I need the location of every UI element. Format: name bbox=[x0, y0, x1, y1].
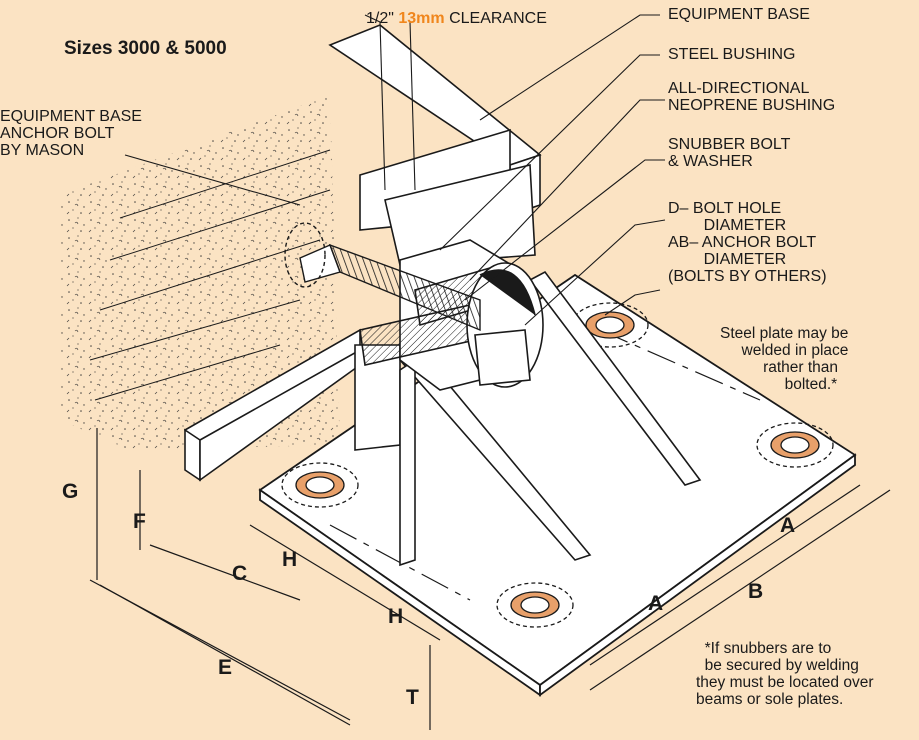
dim-e: E bbox=[218, 656, 233, 679]
plate-note: Steel plate may be welded in place rathe… bbox=[720, 325, 849, 393]
label-bolt-hole: D– BOLT HOLE DIAMETER AB– ANCHOR BOLT DI… bbox=[668, 200, 827, 285]
dimension-lines bbox=[89, 428, 891, 730]
diagram-title: Sizes 3000 & 5000 bbox=[64, 38, 227, 59]
leader-lines bbox=[124, 14, 666, 326]
dim-f: F bbox=[133, 510, 146, 533]
dim-h-upper: H bbox=[282, 548, 298, 571]
clearance-label: 1/2" 13mm CLEARANCE bbox=[366, 10, 547, 27]
clearance-metric: 13mm bbox=[398, 10, 445, 27]
dim-t: T bbox=[406, 686, 419, 709]
label-steel-bushing: STEEL BUSHING bbox=[668, 46, 796, 63]
dim-h-lower: H bbox=[388, 605, 404, 628]
dim-a-lower: A bbox=[648, 592, 664, 615]
label-neoprene-bushing: ALL-DIRECTIONAL NEOPRENE BUSHING bbox=[668, 80, 836, 114]
dim-c: C bbox=[232, 562, 248, 585]
label-snubber-bolt: SNUBBER BOLT & WASHER bbox=[668, 136, 791, 170]
base-plate bbox=[258, 273, 857, 697]
clearance-suffix: CLEARANCE bbox=[449, 10, 547, 27]
dim-g: G bbox=[62, 480, 79, 503]
dim-b: B bbox=[748, 580, 764, 603]
plate-bolt-holes bbox=[281, 302, 834, 628]
snubber-bolt bbox=[284, 222, 481, 332]
gussets bbox=[354, 270, 702, 567]
label-equipment-base: EQUIPMENT BASE bbox=[668, 6, 810, 23]
clearance-prefix: 1/2" bbox=[366, 10, 394, 27]
label-anchor-bolt: EQUIPMENT BASE ANCHOR BOLT BY MASON bbox=[0, 108, 142, 159]
footnote: *If snubbers are to be secured by weldin… bbox=[696, 640, 874, 708]
equipment-base-channel bbox=[328, 24, 542, 266]
dim-a-upper: A bbox=[780, 514, 796, 537]
